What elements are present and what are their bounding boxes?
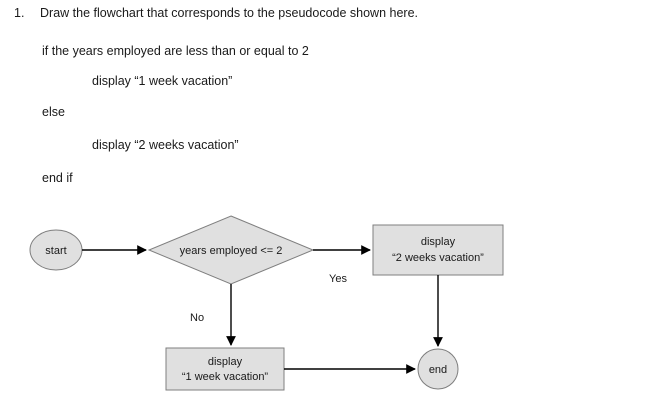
flow-node-display-one-week-line2: “1 week vacation” <box>182 371 269 383</box>
pseudocode-line-else: else <box>42 105 65 119</box>
pseudocode-line-endif: end if <box>42 171 73 185</box>
flow-edge-label-no: No <box>190 312 204 324</box>
flowchart-diagram: start years employed <= 2 display “2 wee… <box>0 200 645 415</box>
flow-node-display-two-weeks: display “2 weeks vacation” <box>372 224 504 276</box>
flow-node-display-two-weeks-line2: “2 weeks vacation” <box>392 252 484 264</box>
question-number: 1. <box>14 6 25 20</box>
pseudocode-line-if: if the years employed are less than or e… <box>42 44 309 58</box>
pseudocode-line-display-1week: display “1 week vacation” <box>92 74 233 88</box>
question-prompt: Draw the flowchart that corresponds to t… <box>40 6 418 20</box>
flow-edge-label-yes: Yes <box>329 273 347 285</box>
pseudocode-line-display-2weeks: display “2 weeks vacation” <box>92 138 239 152</box>
flow-node-display-one-week: display “1 week vacation” <box>165 347 285 391</box>
flow-node-decision-label: years employed <= 2 <box>180 245 283 257</box>
flow-node-end-label: end <box>429 364 447 376</box>
flow-node-start-label: start <box>45 245 66 257</box>
flow-node-display-two-weeks-line1: display <box>421 236 456 248</box>
flow-node-end: end <box>417 348 459 390</box>
flow-node-display-one-week-line1: display <box>208 356 243 368</box>
flow-node-start: start <box>29 229 83 271</box>
flow-node-decision: years employed <= 2 <box>147 215 315 285</box>
